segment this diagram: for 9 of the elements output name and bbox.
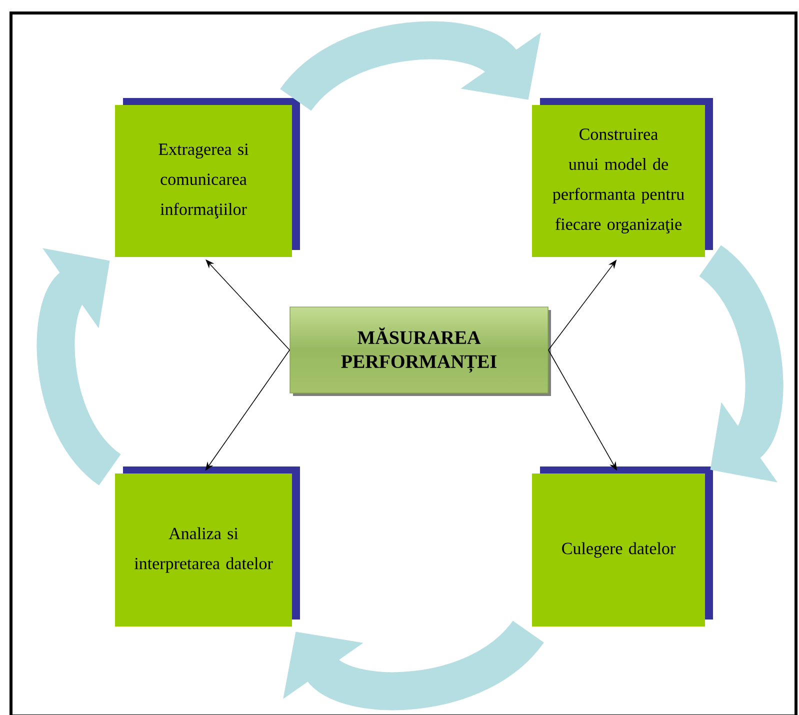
cycle-arrow xyxy=(281,21,541,112)
process-box: Construirea unui model de performanta pentru fiecare organizaţie xyxy=(532,98,713,257)
cycle-arrow xyxy=(698,246,784,482)
cycle-arrow xyxy=(283,619,543,710)
cycle-arrow xyxy=(36,248,122,484)
process-box: Culegere datelor xyxy=(532,466,713,626)
process-box: Extragerea si comunicarea informaţiilor xyxy=(115,98,300,257)
process-box: Analiza si interpretarea datelor xyxy=(115,466,300,626)
title-box: MĂSURAREA PERFORMANȚEI xyxy=(290,306,551,396)
